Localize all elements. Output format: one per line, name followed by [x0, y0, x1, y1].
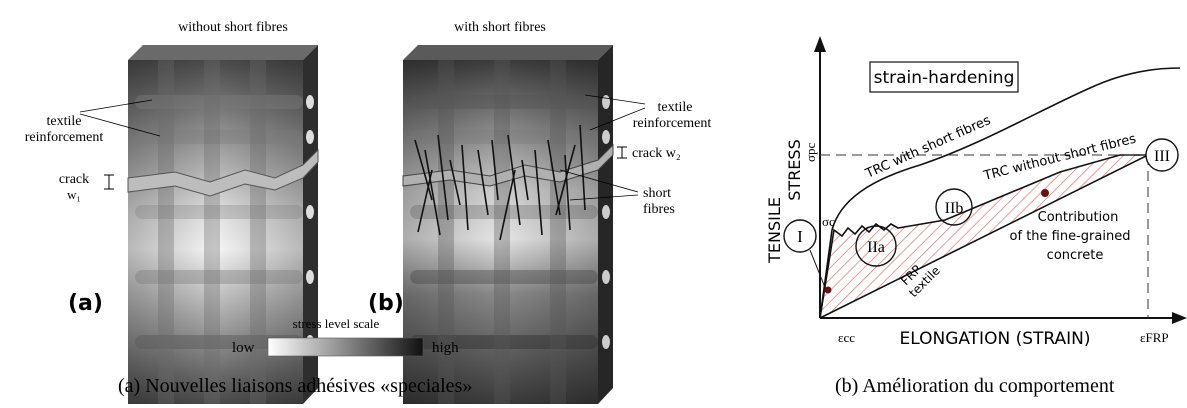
- scale-high-label: high: [432, 340, 459, 356]
- crack-width-marker-a: [104, 174, 114, 190]
- contribution-line3: concrete: [1047, 248, 1104, 263]
- textile-reinforcement-b-line1: textile: [658, 100, 693, 115]
- caption-left: (a) Nouvelles liaisons adhésives «specia…: [118, 375, 473, 397]
- scale-low-label: low: [232, 340, 255, 356]
- leader-line: [589, 107, 646, 131]
- title-with-fibres: with short fibres: [454, 20, 546, 35]
- title-without-fibres: without short fibres: [178, 20, 288, 35]
- crack-a-line1: crack: [59, 172, 89, 187]
- curve-without-fibres: [819, 154, 1148, 319]
- leader-line: [584, 94, 646, 105]
- y-axis-label-tensile: TENSILE: [765, 197, 784, 264]
- eps-cc-label: εcc: [838, 330, 855, 345]
- scale-title: stress level scale: [293, 316, 380, 331]
- stress-scale-bar: [267, 337, 424, 357]
- eps-frp-label: εFRP: [1140, 330, 1169, 345]
- curve-with-fibres: [819, 67, 1181, 319]
- region-I: I: [797, 227, 803, 246]
- textile-reinforcement-a-line1: textile: [47, 114, 82, 129]
- x-axis-label: ELONGATION (STRAIN): [899, 329, 1090, 349]
- stress-strain-diagram: [783, 36, 1187, 324]
- textile-reinforcement-a-line2: reinforcement: [25, 130, 104, 145]
- crack-b-label: crack w₂: [632, 146, 681, 161]
- curve-with-label: TRC with short fibres: [863, 113, 994, 182]
- sigma-pc-label: σpc: [803, 142, 818, 162]
- region-IIa: IIa: [867, 239, 885, 256]
- crack-a-line2: w₁: [67, 187, 81, 202]
- leader-line: [569, 194, 639, 201]
- short-fibres-group: [414, 124, 586, 241]
- sigma-c-label: σc: [822, 214, 835, 229]
- block-b: [402, 45, 614, 404]
- crack-width-marker-b: [617, 146, 627, 159]
- strain-hardening-label: strain-hardening: [874, 68, 1015, 88]
- contribution-line2: of the fine-grained: [1010, 229, 1131, 244]
- label-a: (a): [68, 291, 103, 316]
- contribution-line1: Contribution: [1038, 210, 1119, 225]
- short-fibres-line2: fibres: [643, 202, 675, 217]
- leader-line: [79, 113, 161, 137]
- region-IIb: IIb: [945, 200, 964, 217]
- label-b: (b): [368, 291, 404, 316]
- textile-reinforcement-b-line2: reinforcement: [633, 116, 712, 131]
- leader-line: [79, 99, 153, 113]
- y-axis-label-stress: STRESS: [785, 139, 804, 200]
- short-fibres-line1: short: [643, 186, 671, 201]
- caption-right: (b) Amélioration du comportement: [835, 375, 1115, 397]
- region-III: III: [1154, 148, 1170, 165]
- leader-line: [559, 169, 639, 193]
